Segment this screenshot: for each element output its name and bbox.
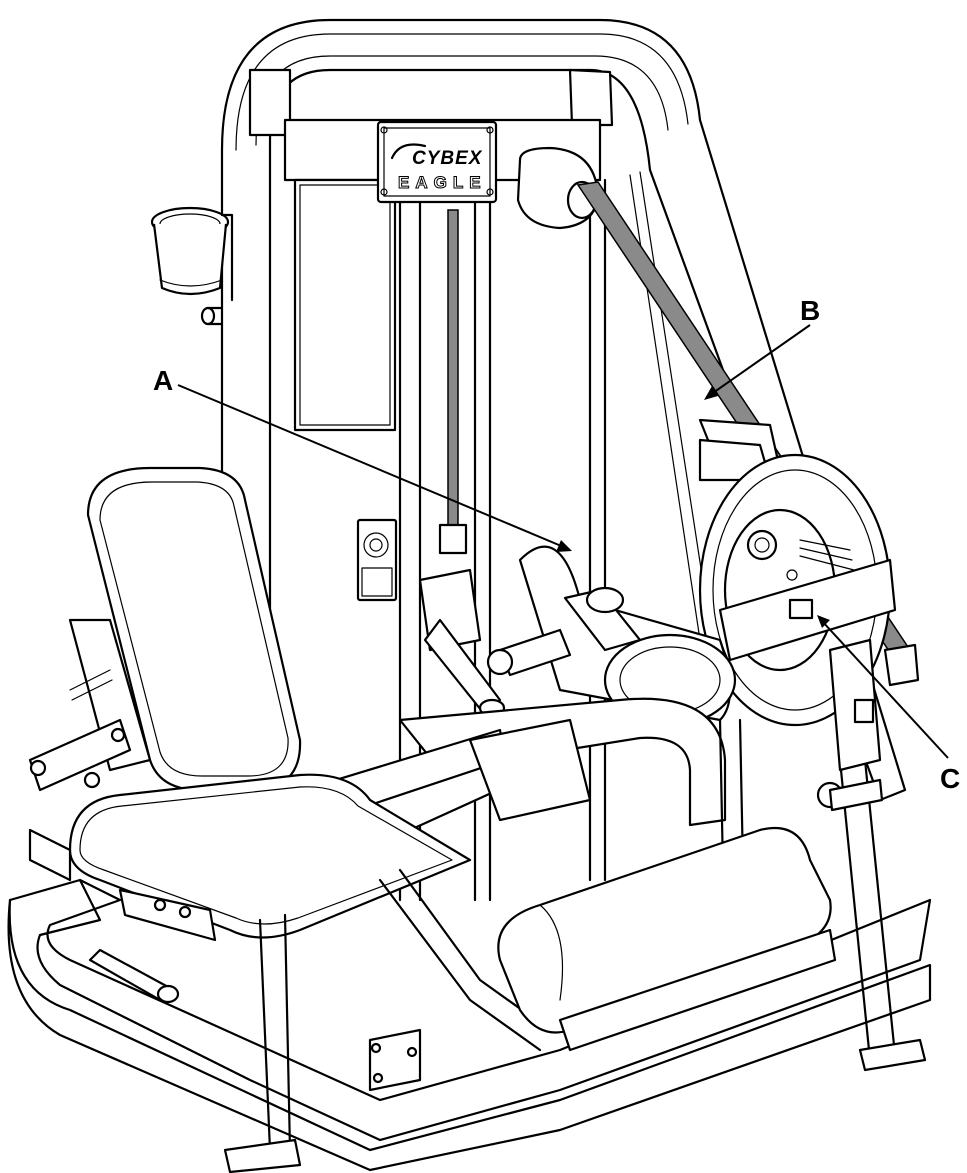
selector-handle bbox=[418, 568, 572, 718]
logo-plate: CYBEX EAGLE bbox=[376, 120, 498, 204]
callout-a: A bbox=[153, 365, 173, 396]
column-emblem bbox=[356, 518, 398, 602]
right-adjuster bbox=[816, 638, 884, 812]
left-adjuster bbox=[28, 618, 152, 792]
back-pad bbox=[86, 466, 302, 792]
cup-holder bbox=[150, 206, 234, 326]
callout-c: C bbox=[940, 763, 960, 794]
seat bbox=[28, 773, 472, 939]
logo-cybex-text: CYBEX bbox=[412, 148, 483, 169]
logo-eagle-text: EAGLE bbox=[398, 173, 487, 192]
lower-roller bbox=[497, 826, 837, 1052]
callout-b: B bbox=[800, 295, 820, 326]
lever-arm bbox=[518, 545, 897, 727]
lower-handles bbox=[88, 888, 217, 1004]
callout-leaders bbox=[177, 324, 949, 759]
